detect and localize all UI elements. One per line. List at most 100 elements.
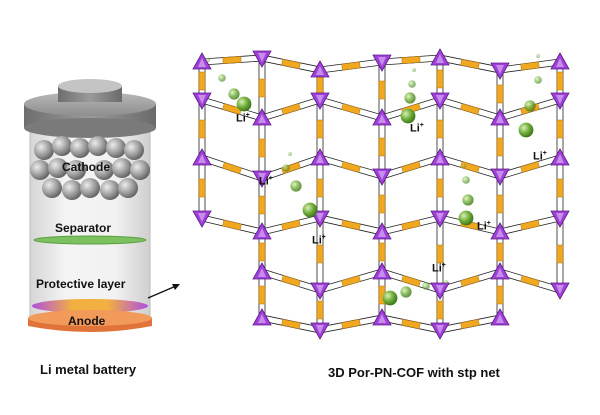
linker-unit: [520, 275, 540, 287]
separator-layer: [33, 235, 147, 245]
li-ion-sphere: [382, 290, 398, 306]
li-ion-sphere: [536, 54, 540, 58]
triangular-node-highlight: [436, 54, 444, 63]
triangular-node-highlight: [436, 154, 444, 163]
li-ion-sphere: [236, 96, 252, 112]
triangular-node-highlight: [378, 314, 386, 323]
triangular-node-highlight: [436, 285, 444, 294]
triangular-node-highlight: [556, 95, 564, 104]
li-ion-label: Li+: [410, 122, 424, 135]
linker-unit: [281, 275, 301, 287]
linker-unit: [281, 103, 301, 115]
linker-unit: [496, 242, 504, 262]
triangular-node-highlight: [316, 95, 324, 104]
battery-terminal-top: [58, 79, 122, 93]
arrow-head: [172, 284, 180, 290]
linker-unit: [378, 137, 386, 157]
li-ion-sphere: [458, 210, 474, 226]
linker-unit: [341, 61, 361, 71]
linker-unit: [341, 319, 361, 329]
linker-unit: [258, 242, 266, 262]
triangular-node-highlight: [258, 173, 266, 182]
triangular-node-highlight: [496, 268, 504, 277]
triangular-node-highlight: [198, 213, 206, 222]
linker-unit: [401, 275, 421, 287]
separator-label: Separator: [55, 221, 112, 235]
li-ion-sphere: [404, 92, 416, 104]
triangular-node-highlight: [378, 228, 386, 237]
linker-unit: [401, 161, 421, 173]
li-ion-sphere: [408, 80, 416, 88]
linker-unit: [222, 56, 242, 64]
triangular-node-highlight: [496, 314, 504, 323]
li-ion-label: Li+: [477, 220, 491, 233]
cof-caption: 3D Por-PN-COF with stp net: [328, 365, 500, 380]
battery-cap-rim: [24, 118, 156, 138]
linker-unit: [520, 61, 540, 71]
linker-unit: [378, 242, 386, 262]
linker-unit: [460, 318, 480, 330]
linker-unit: [341, 275, 361, 287]
li-ion-sphere: [228, 88, 240, 100]
triangular-node-highlight: [316, 325, 324, 334]
triangular-node-highlight: [198, 154, 206, 163]
triangular-node-highlight: [198, 95, 206, 104]
triangular-node-highlight: [198, 58, 206, 67]
linker-unit: [222, 103, 242, 115]
li-ion-label: Li+: [312, 234, 326, 247]
triangular-node-highlight: [378, 171, 386, 180]
linker-unit: [222, 219, 242, 231]
triangular-node-highlight: [258, 314, 266, 323]
triangular-node-highlight: [496, 65, 504, 74]
linker-unit: [556, 119, 564, 139]
linker-unit: [401, 56, 421, 64]
linker-unit: [496, 137, 504, 157]
linker-unit: [316, 119, 324, 139]
li-ion-sphere: [400, 108, 416, 124]
linker-unit: [316, 178, 324, 198]
linker-unit: [520, 219, 540, 231]
battery-caption: Li metal battery: [40, 362, 137, 377]
linker-unit: [556, 71, 564, 91]
triangular-node-highlight: [556, 154, 564, 163]
triangular-node-highlight: [258, 53, 266, 62]
triangular-node-highlight: [496, 228, 504, 237]
li-ion-sphere: [524, 100, 536, 112]
protective-layer: [32, 299, 148, 313]
li-ion-label: Li+: [533, 150, 547, 163]
linker-unit: [198, 71, 206, 91]
li-ion-label: Li+: [236, 112, 250, 125]
li-ion-sphere: [518, 122, 534, 138]
li-ion-sphere: [462, 176, 470, 184]
linker-unit: [460, 161, 480, 173]
cof-nodes: [192, 48, 570, 340]
triangular-node-highlight: [378, 268, 386, 277]
linker-unit: [316, 300, 324, 320]
cathode-particles: [30, 136, 150, 200]
linker-unit: [316, 75, 324, 95]
li-ion-sphere: [462, 194, 474, 206]
li-ion-sphere: [302, 202, 318, 218]
cathode-label: Cathode: [62, 160, 110, 174]
linker-unit: [401, 219, 421, 231]
li-ion-sphere: [462, 164, 466, 168]
linker-unit: [198, 119, 206, 139]
linker-unit: [341, 103, 361, 115]
triangular-node-highlight: [556, 213, 564, 222]
triangular-node-highlight: [556, 285, 564, 294]
linker-unit: [460, 58, 480, 70]
battery-cap-top: [24, 92, 156, 116]
li-ion-sphere: [290, 180, 302, 192]
li-ion-sphere: [400, 286, 412, 298]
li-ion-sphere: [218, 74, 226, 82]
li-ion-sphere: [206, 58, 210, 62]
linker-unit: [496, 285, 504, 305]
triangular-node-highlight: [258, 268, 266, 277]
triangular-node-highlight: [496, 171, 504, 180]
linker-unit: [378, 194, 386, 214]
linker-unit: [341, 219, 361, 231]
anode-top: [28, 310, 152, 326]
triangular-node-highlight: [436, 95, 444, 104]
li-ion-sphere: [422, 282, 430, 290]
linker-unit: [496, 194, 504, 214]
